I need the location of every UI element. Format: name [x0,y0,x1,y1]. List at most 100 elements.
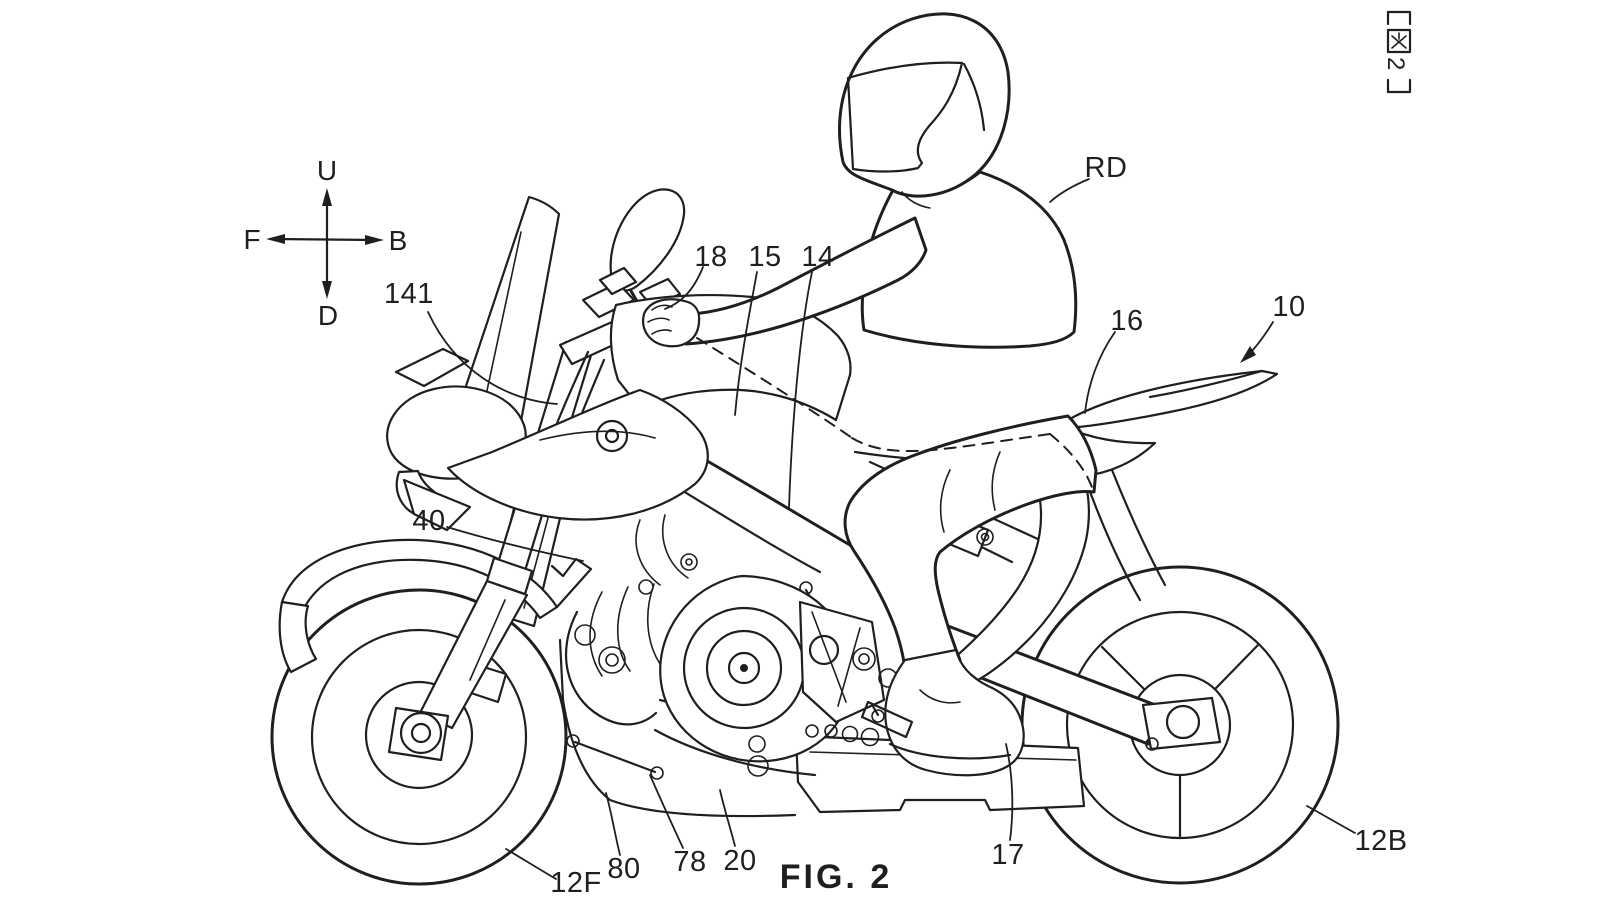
front-axle [399,711,443,755]
hand-fist [642,298,701,348]
front-rim [310,628,528,846]
slider-line [469,599,506,681]
dashed-seat-line [696,337,853,439]
exhaust-header [564,610,602,718]
instrument-box [598,266,638,296]
tail-inner-line [1148,369,1264,399]
tank-bolt [604,428,620,444]
hand [642,298,701,348]
wing-piece [394,347,470,388]
shift-rod [573,740,657,774]
header-pipe [646,583,661,665]
clutch-circle [727,651,761,685]
header-flange [574,624,596,646]
figure-caption: FIG. 2 [780,858,892,896]
compass-back-label: B [389,225,408,256]
label-15: 15 [748,241,781,273]
dashed-seat-line [1049,433,1094,491]
tank-shroud [446,388,709,521]
label-16: 16 [1110,305,1143,337]
chin-line [901,191,931,209]
compass-arrowhead-front [266,234,285,244]
header-flange [605,653,619,667]
sheet-tag-bracket-bottom [1386,78,1412,94]
arm [684,216,928,346]
case-bolt [805,724,819,738]
compass: U D F B [243,155,407,331]
linkage-bolt [976,528,994,546]
visor [846,61,964,173]
knuckle [651,329,672,335]
bracket-hole [808,634,840,666]
rod-end [650,766,664,780]
ankle-crease [919,689,961,704]
leader-12B [1306,805,1356,834]
cable [635,519,661,586]
header-flange [598,646,626,674]
compass-horizontal-axis [272,237,378,242]
leader-20 [719,789,736,847]
dashed-seat-line [851,433,1051,452]
leader-17 [1005,743,1014,841]
label-18: 18 [694,241,727,273]
clutch-circle [705,629,783,707]
rider [642,12,1098,777]
rear-axle-bolt [1145,737,1159,751]
label-78: 78 [673,846,706,878]
case-bolt [841,725,859,743]
leader-141 [427,311,558,405]
case-bolt [824,724,838,738]
compass-front-label: F [243,224,260,255]
helmet-shell [838,12,1011,198]
engine-bolt [747,755,769,777]
part-labels: 141 18 15 14 RD 16 10 40 80 78 20 17 12F… [384,152,1407,899]
leader-80 [605,792,621,856]
fender-tip [278,600,318,674]
case-bolt [858,653,870,665]
front-tire [270,588,568,886]
rod-end [871,709,885,723]
label-RD: RD [1085,152,1128,184]
rear-axle [1165,704,1201,740]
helmet-seam [962,62,986,132]
tank-bolt [595,419,629,453]
compass-arrowhead-down [322,281,332,299]
bracket-web [811,611,847,703]
label-12B: 12B [1354,825,1407,857]
leader-12F [505,848,557,880]
label-20: 20 [723,845,756,877]
label-12F: 12F [550,867,601,899]
hidden-seat-lines [696,337,1094,491]
sheet-tag: 2 [1382,10,1412,94]
cowl-point [402,478,472,532]
leader-15 [734,271,758,416]
label-80: 80 [607,853,640,885]
header-pipe [616,586,631,672]
compass-up-label: U [317,155,337,186]
footpeg-bracket [798,600,886,724]
knuckle [647,317,670,323]
pants-crease [991,451,1001,511]
boot [884,648,1025,777]
engine-bolt [680,553,698,571]
exhaust-header [598,711,658,726]
boot-sole [888,742,1012,760]
case-bolt [860,727,880,747]
leader-40 [446,526,584,562]
linkage-bolt [980,532,990,542]
front-fender [278,538,593,674]
lower-cowl [561,698,797,818]
header-pipe [589,591,603,677]
leader-18 [664,266,704,310]
windscreen-inner [481,231,522,415]
compass-arrowhead-up [322,188,332,206]
rear-hugger-line [1110,468,1167,587]
label-14: 14 [801,241,834,273]
crankcase-line [653,728,817,777]
leader-10-arrowhead [1240,346,1256,363]
footpeg [860,700,914,739]
boot-body [884,648,1025,777]
compass-arrowhead-back [365,235,384,245]
leader-14 [788,271,813,509]
